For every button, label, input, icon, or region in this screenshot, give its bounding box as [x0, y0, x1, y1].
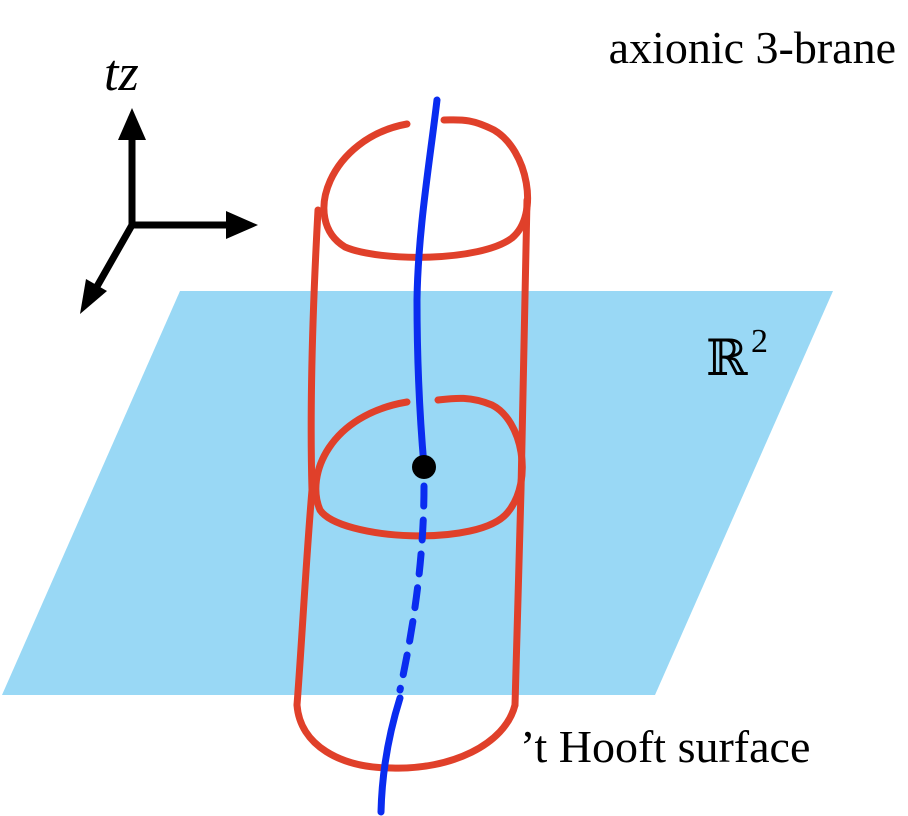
- coordinate-axes-icon: [91, 134, 232, 294]
- axis-arrowheads: [80, 108, 258, 314]
- thooft-surface: [293, 116, 531, 772]
- brane-label: axionic 3-brane: [609, 22, 896, 73]
- plane-label: ℝ: [706, 329, 748, 387]
- axionic-3-brane: [377, 96, 441, 816]
- r2-plane: [2, 291, 833, 695]
- brane-dashed-segment: [396, 482, 428, 694]
- axis-label: tz: [104, 45, 139, 102]
- brane-lower-segment: [377, 694, 404, 816]
- plane-label-exponent: 2: [751, 323, 768, 360]
- surface-label: ’t Hooft surface: [520, 721, 810, 772]
- brane-upper-segment: [413, 96, 441, 470]
- intersection-point-icon: [412, 455, 436, 479]
